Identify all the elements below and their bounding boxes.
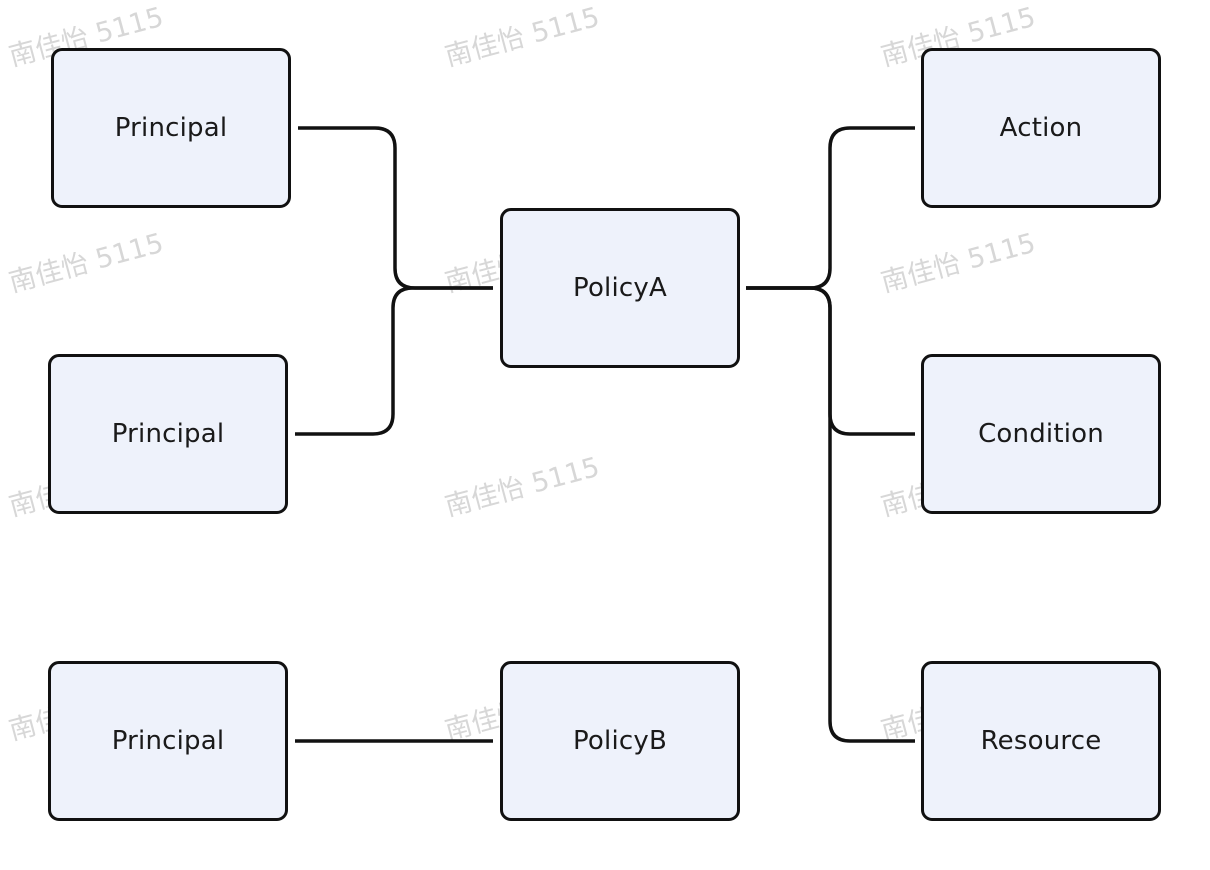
node-label: Action: [999, 113, 1083, 143]
connector-principal1-policya: [298, 126, 493, 290]
node-label: Principal: [111, 726, 225, 756]
node-principal[interactable]: Principal: [48, 661, 288, 821]
connector-policya-resource: [746, 286, 915, 743]
node-label: PolicyB: [572, 726, 668, 756]
node-label: Principal: [111, 419, 225, 449]
node-resource[interactable]: Resource: [921, 661, 1161, 821]
node-action[interactable]: Action: [921, 48, 1161, 208]
node-policy-a[interactable]: PolicyA: [500, 208, 740, 368]
node-label: Resource: [980, 726, 1102, 756]
node-label: Condition: [978, 419, 1104, 449]
node-label: Principal: [114, 113, 228, 143]
node-principal[interactable]: Principal: [48, 354, 288, 514]
node-principal[interactable]: Principal: [51, 48, 291, 208]
node-condition[interactable]: Condition: [921, 354, 1161, 514]
connector-policya-action: [746, 126, 915, 290]
node-label: PolicyA: [573, 273, 667, 303]
node-policy-b[interactable]: PolicyB: [500, 661, 740, 821]
connector-principal2-policya: [295, 286, 493, 436]
